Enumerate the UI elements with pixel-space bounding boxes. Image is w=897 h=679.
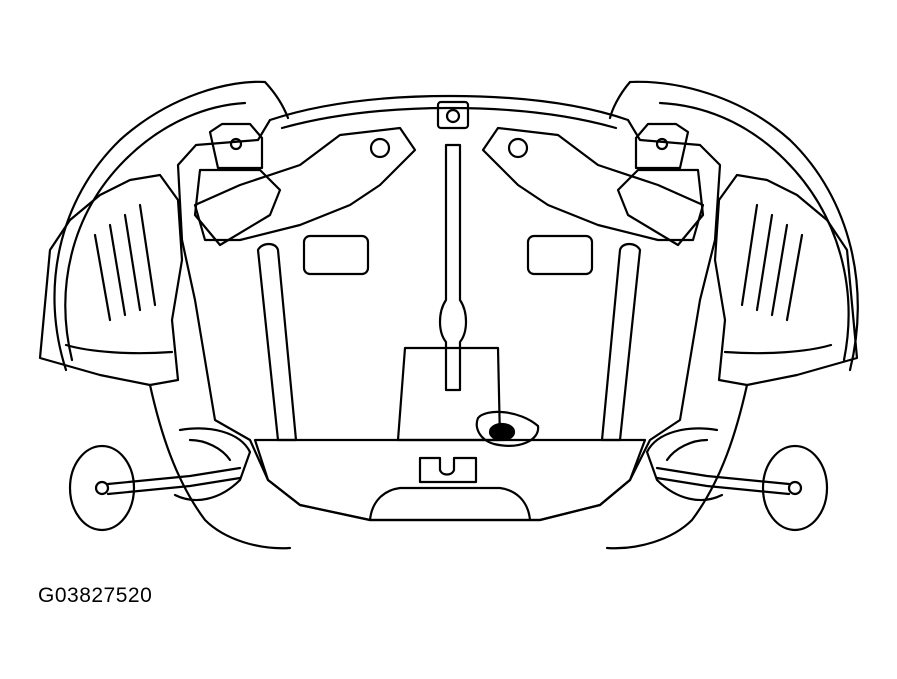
right-diagonal-rib <box>481 126 705 242</box>
left-hub <box>94 480 110 496</box>
right-rect-recess <box>526 234 594 276</box>
right-brake-disc <box>761 444 829 532</box>
front-center-hook-hole <box>445 108 461 124</box>
right-upper-tab <box>634 122 690 170</box>
lower-front-lip <box>253 438 647 522</box>
right-side-pocket <box>616 168 705 247</box>
left-brake-disc <box>68 444 136 532</box>
left-lower-arm <box>173 427 252 502</box>
right-lower-arm <box>645 427 724 502</box>
front-lip-notch <box>418 456 478 484</box>
cover-upper-rim <box>280 106 618 130</box>
lower-center-panel <box>396 346 502 442</box>
right-fender-arch <box>608 80 859 372</box>
left-liner-ribs <box>93 203 157 322</box>
front-lip-center-bulge <box>368 486 532 522</box>
right-liner-lower-bulge <box>723 343 833 355</box>
left-upper-tab <box>208 122 264 170</box>
right-upper-tab-hole <box>655 137 669 151</box>
right-long-slot <box>600 242 642 442</box>
right-top-hole <box>507 137 529 159</box>
right-fender-arch-inner <box>658 101 850 362</box>
left-side-pocket <box>193 168 282 247</box>
oil-drain-plug <box>488 422 516 442</box>
center-vertical-rib <box>438 143 468 392</box>
right-hub <box>787 480 803 496</box>
left-long-slot <box>256 242 298 442</box>
right-tie-rod <box>655 466 791 496</box>
right-subframe-curve <box>605 383 749 550</box>
left-tie-rod <box>106 466 242 496</box>
left-top-hole <box>369 137 391 159</box>
left-subframe-curve <box>148 383 292 550</box>
left-liner-lower-bulge <box>64 343 174 355</box>
left-fender-arch-inner <box>64 101 247 362</box>
left-rect-recess <box>302 234 370 276</box>
left-upper-tab-hole <box>229 137 243 151</box>
left-diagonal-rib <box>193 126 417 242</box>
left-fender-arch <box>53 80 290 372</box>
right-liner-ribs <box>740 203 804 322</box>
figure-id-label: G03827520 <box>38 584 153 607</box>
front-center-hook <box>436 100 470 130</box>
